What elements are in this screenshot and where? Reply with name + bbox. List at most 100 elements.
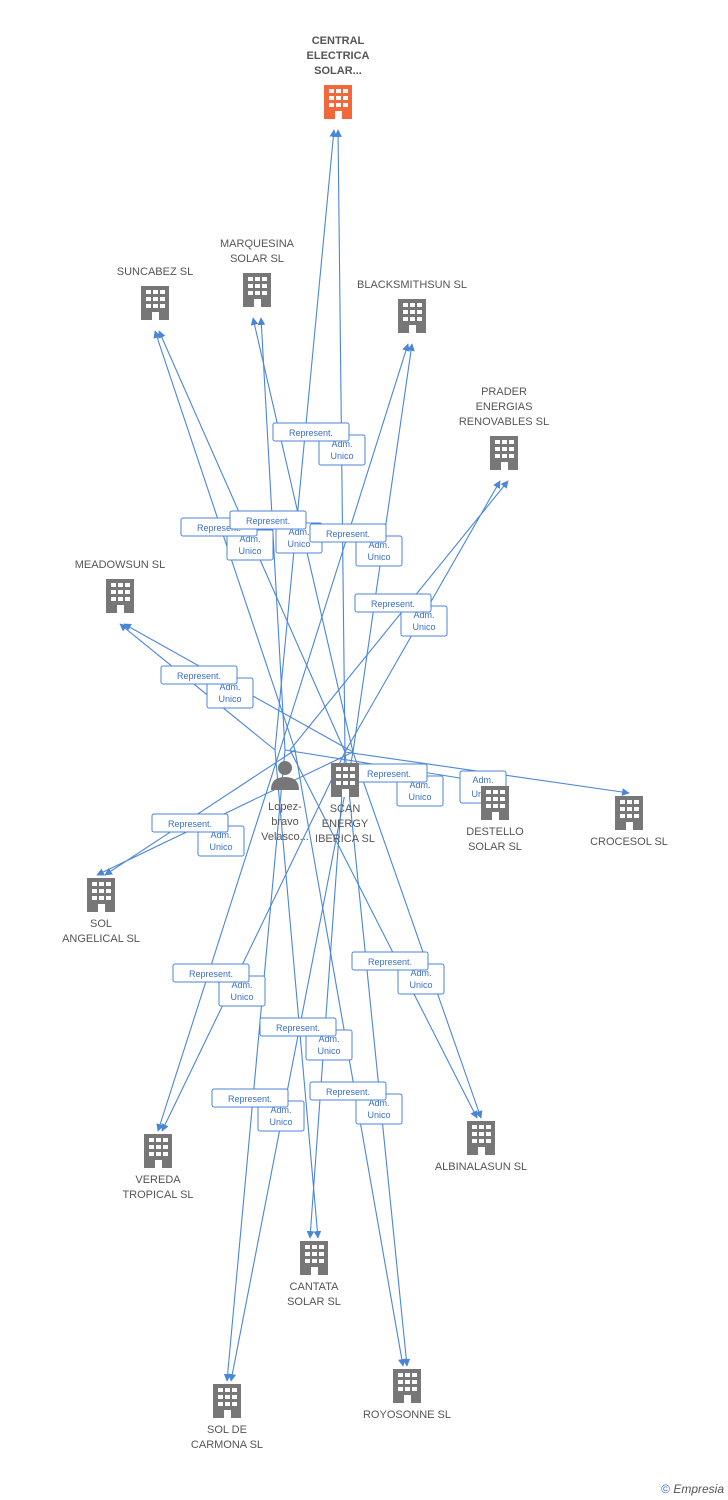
edge-label-unico: Unico [412,622,435,632]
edge-scan-vereda [161,751,346,1132]
edge-label-unico: Unico [209,842,232,852]
node-meadowsun[interactable]: MEADOWSUN SL [75,559,165,613]
edge-label-adm: Adm. [472,775,493,785]
node-label: RENOVABLES SL [459,416,549,428]
node-label: SOLAR SL [468,841,522,853]
node-person[interactable]: Lopez-bravoVelasco... [261,761,309,843]
building-icon [144,1134,172,1168]
edge-label-represent: Represent. [228,1094,272,1104]
node-label: CARMONA SL [191,1439,263,1451]
node-label: SOLAR... [314,65,362,77]
edge-label-unico: Unico [317,1046,340,1056]
edge-person-carmona [223,749,286,1382]
edge-label-represent: Represent. [246,516,290,526]
node-label: SOLAR SL [287,1296,341,1308]
building-icon [106,579,134,613]
edge-scan-carmona [228,751,354,1382]
copyright-icon: © [661,1482,670,1496]
edge-label-adm: Adm. [318,1034,339,1044]
node-label: Velasco... [261,831,309,843]
edge-person-vereda [156,749,281,1132]
node-cantata[interactable]: CANTATA SOLAR SL [287,1241,341,1308]
node-angelical[interactable]: SOL ANGELICAL SL [62,878,140,945]
edge-person-albinalasun [289,749,478,1119]
node-scan[interactable]: SCAN ENERGY IBERICA SL [315,763,375,845]
edge-label-represent: Represent. [371,599,415,609]
node-label: ROYOSONNE SL [363,1409,451,1421]
nodes-layer: CENTRALELECTRICASOLAR...MARQUESINASOLAR … [62,35,668,1451]
node-suncabez[interactable]: SUNCABEZ SL [117,266,193,320]
edge-label-represent: Represent. [289,428,333,438]
node-crocesol[interactable]: CROCESOL SL [590,796,668,848]
edge-label-unico: Unico [330,451,353,461]
edge-label-adm: Adm. [368,540,389,550]
node-label: CENTRAL [312,35,365,47]
node-label: CROCESOL SL [590,836,668,848]
edge-label-represent: Represent. [367,769,411,779]
node-label: SOL [90,918,112,930]
edge-label-unico: Unico [230,992,253,1002]
node-label: Lopez- [268,801,302,813]
edge-label-adm: Adm. [219,682,240,692]
edge-person-blacksmithsun [279,343,410,751]
edge-scan-cantata [306,751,346,1239]
edge-label-adm: Adm. [239,534,260,544]
building-icon [331,763,359,797]
node-vereda[interactable]: VEREDA TROPICAL SL [122,1134,194,1201]
edge-label-represent: Represent. [177,671,221,681]
node-label: VEREDA [135,1174,181,1186]
edge-label-unico: Unico [218,694,241,704]
edge-label-unico: Unico [408,792,431,802]
node-label: TROPICAL SL [122,1189,193,1201]
building-icon [300,1241,328,1275]
edge-label-represent: Represent. [276,1023,320,1033]
node-albinalasun[interactable]: ALBINALASUN SL [435,1121,527,1173]
node-central[interactable]: CENTRALELECTRICASOLAR... [307,35,370,119]
edge-label-unico: Unico [367,1110,390,1120]
node-label: SCAN [330,803,361,815]
node-label: BLACKSMITHSUN SL [357,279,467,291]
edge-label-cluster[interactable]: Adm. Unico Represent. [160,665,254,709]
node-label: SUNCABEZ SL [117,266,193,278]
building-icon [467,1121,495,1155]
edge-label-cluster[interactable]: Adm. Unico Represent. [259,1017,353,1061]
node-blacksmithsun[interactable]: BLACKSMITHSUN SL [357,279,467,333]
edge-person-meadowsun [119,623,276,751]
building-icon [141,286,169,320]
edge-person-angelical [104,749,296,876]
node-label: ANGELICAL SL [62,933,140,945]
edge-label-represent: Represent. [197,523,241,533]
building-icon [324,85,352,119]
edge-label-adm: Adm. [409,780,430,790]
footer-brand[interactable]: © Empresia [661,1482,724,1496]
edge-scan-royosonne [344,751,411,1367]
node-label: ALBINALASUN SL [435,1161,527,1173]
edge-scan-albinalasun [352,751,483,1119]
node-label: CANTATA [290,1281,340,1293]
node-royosonne[interactable]: ROYOSONNE SL [363,1369,451,1421]
node-label: MARQUESINA [220,238,295,250]
building-icon [87,878,115,912]
building-icon [213,1384,241,1418]
edge-label-cluster[interactable]: Adm. Unico Represent. [350,763,444,807]
node-label: bravo [271,816,299,828]
edge-label-adm: Adm. [288,527,309,537]
node-label: IBERICA SL [315,833,375,845]
edge-label-adm: Adm. [410,968,431,978]
edge-person-cantata [274,749,322,1239]
node-label: ENERGY [322,818,369,830]
edge-label-adm: Adm. [270,1105,291,1115]
